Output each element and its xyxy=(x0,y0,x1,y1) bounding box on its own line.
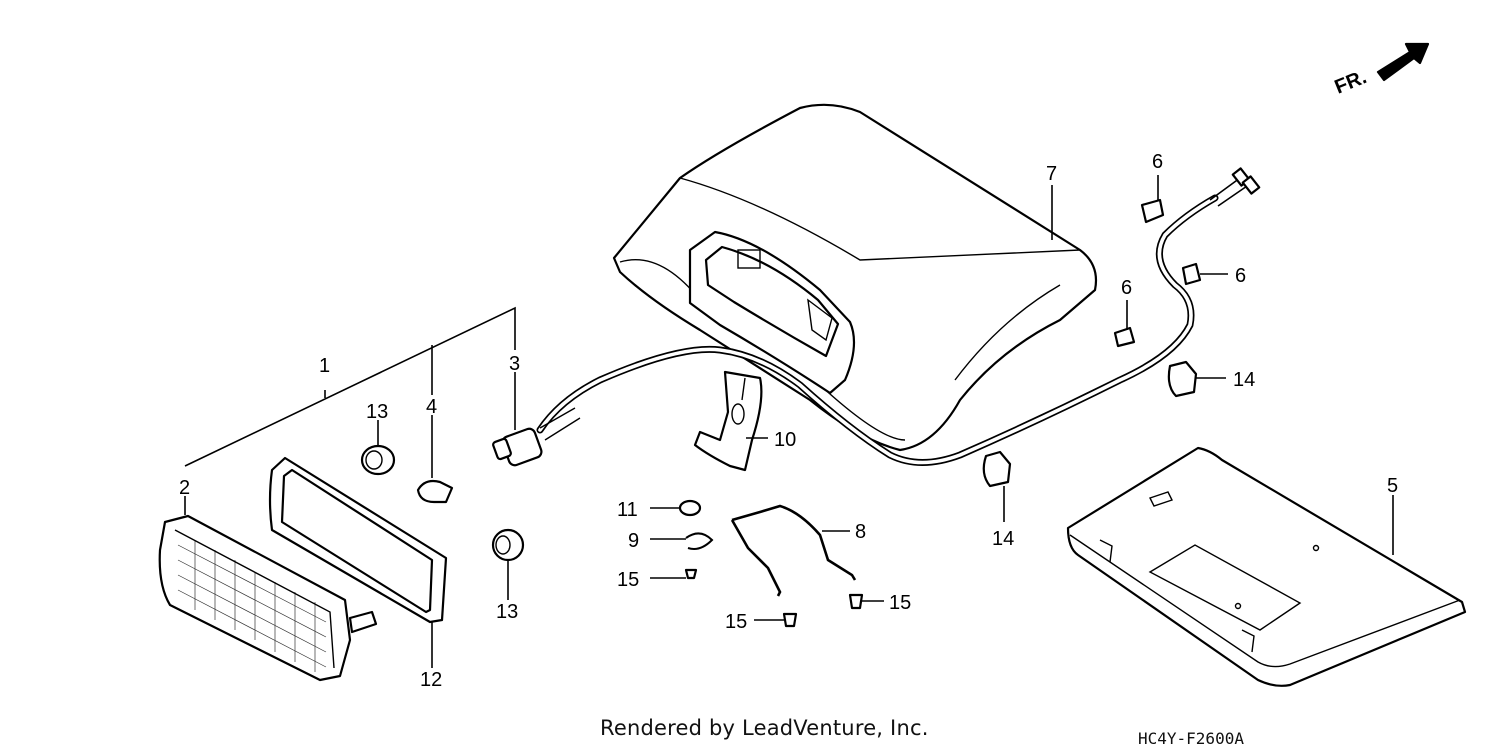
wire-harness xyxy=(536,167,1261,466)
part-14-connector-b xyxy=(982,450,1012,488)
part-13-grommet-a xyxy=(360,444,396,476)
part-15-screw-a xyxy=(684,568,698,580)
callout-10: 10 xyxy=(774,429,796,451)
assembly-bracket-1 xyxy=(184,306,516,467)
callout-7: 7 xyxy=(1046,163,1057,185)
part-2-lens xyxy=(158,514,378,682)
callout-6a: 6 xyxy=(1152,151,1163,173)
callout-15a: 15 xyxy=(617,569,639,591)
callout-15c: 15 xyxy=(889,592,911,614)
part-4-bulb xyxy=(416,479,454,504)
part-14-connector-a xyxy=(1167,360,1198,398)
callout-1: 1 xyxy=(319,355,330,377)
callout-13a: 13 xyxy=(366,401,388,423)
part-15-screw-b xyxy=(782,612,798,628)
callout-12: 12 xyxy=(420,669,442,691)
part-15-screw-c xyxy=(848,593,864,610)
part-5-tray xyxy=(1066,446,1467,687)
callout-numbers: 1 2 3 4 5 6 6 6 7 8 9 10 11 12 13 13 14 … xyxy=(179,151,1398,691)
lens-grid xyxy=(177,540,327,672)
part-3-socket xyxy=(492,407,581,467)
part-6-clip-a xyxy=(1140,198,1165,224)
part-6-clip-c xyxy=(1113,326,1136,348)
front-label: FR. xyxy=(1332,66,1370,98)
part-6-clip-b xyxy=(1181,262,1202,286)
callout-13b: 13 xyxy=(496,601,518,623)
part-11-nut xyxy=(678,499,702,517)
callout-8: 8 xyxy=(855,521,866,543)
leader-lines xyxy=(184,175,1394,668)
callout-14b: 14 xyxy=(992,528,1014,550)
callout-3: 3 xyxy=(509,353,520,375)
part-8-stay xyxy=(730,504,857,597)
render-credit: Rendered by LeadVenture, Inc. xyxy=(600,716,929,740)
part-7-housing xyxy=(612,103,1098,452)
part-12-gasket xyxy=(268,456,448,624)
part-10-bracket xyxy=(693,370,763,472)
callout-5: 5 xyxy=(1387,475,1398,497)
callout-6c: 6 xyxy=(1121,277,1132,299)
callout-6b: 6 xyxy=(1235,265,1246,287)
callout-2: 2 xyxy=(179,477,190,499)
callout-11: 11 xyxy=(617,499,638,521)
part-13-grommet-b xyxy=(491,528,525,562)
callout-14a: 14 xyxy=(1233,369,1255,391)
front-arrow-icon xyxy=(1376,42,1430,82)
callout-9: 9 xyxy=(628,530,639,552)
diagram-code: HC4Y-F2600A xyxy=(1138,729,1244,748)
callout-15b: 15 xyxy=(725,611,747,633)
front-direction-indicator: FR. xyxy=(1332,42,1430,99)
part-9-clip xyxy=(685,532,714,550)
callout-4: 4 xyxy=(426,396,437,418)
